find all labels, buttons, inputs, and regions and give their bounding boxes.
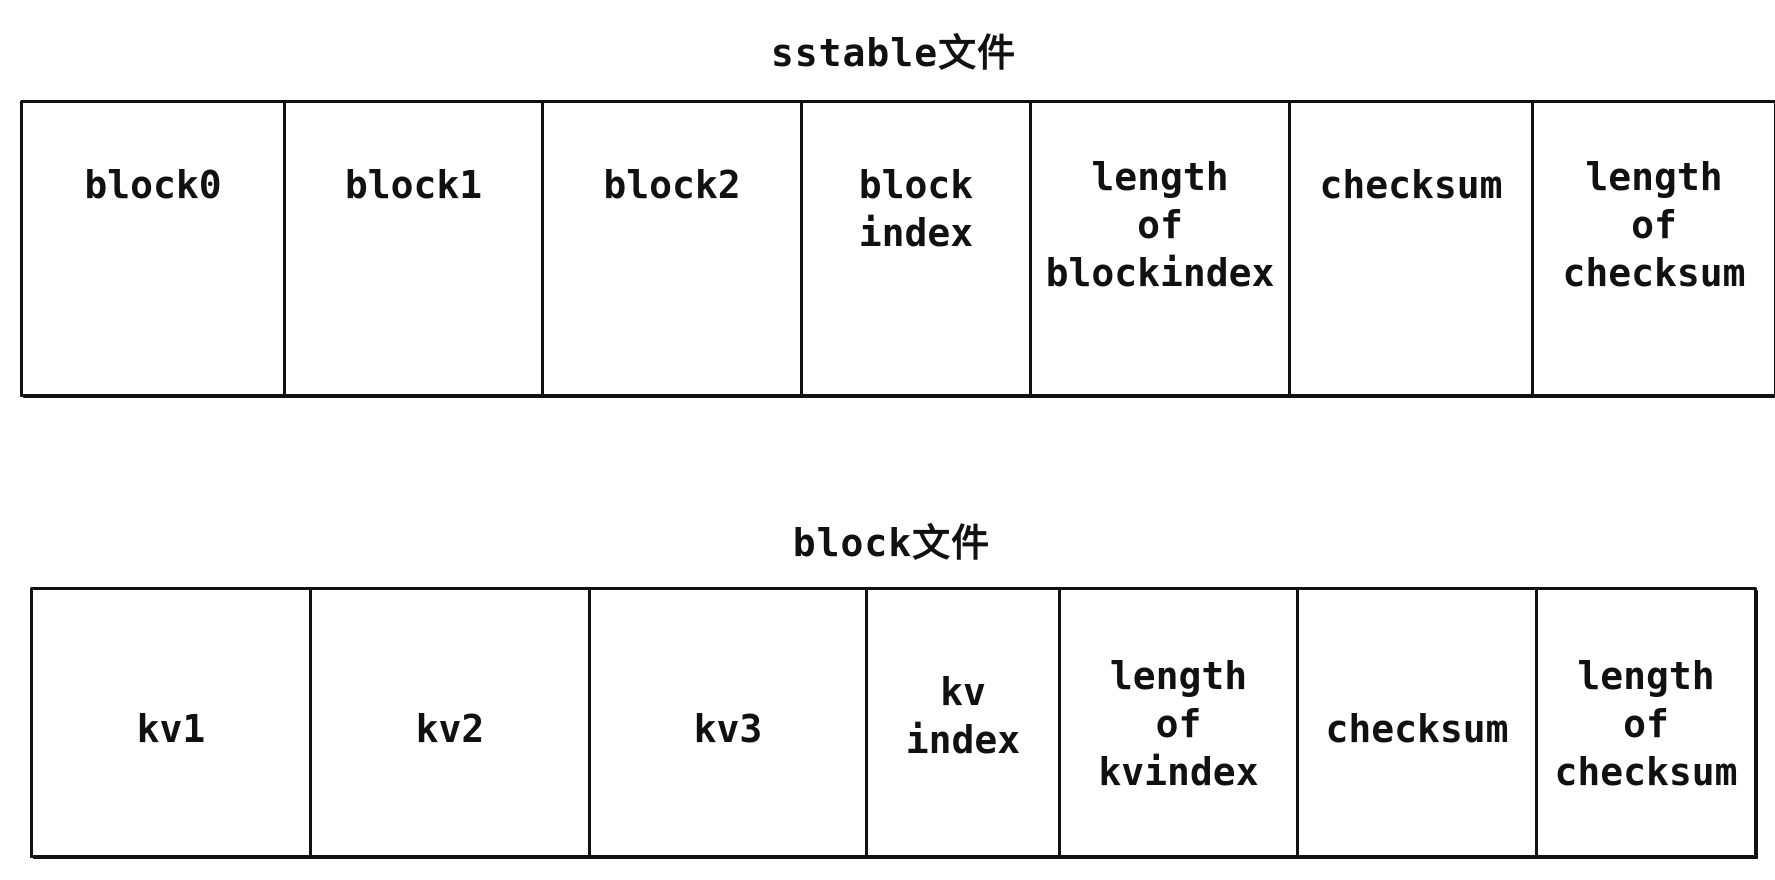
cell-label: length of kvindex <box>1098 654 1259 794</box>
block-cell-kv1: kv1 <box>30 587 312 858</box>
sstable-title: sstable文件 <box>770 31 1017 75</box>
sstable-cell-length-of-blockindex: length of blockindex <box>1029 100 1291 397</box>
cell-label: length of checksum <box>1554 654 1738 794</box>
block-title: block文件 <box>792 521 991 565</box>
cell-label: checksum <box>1319 163 1503 207</box>
cell-label: block0 <box>84 163 222 207</box>
cell-label: kv3 <box>693 707 763 751</box>
sstable-cell-block-index: block index <box>800 100 1032 397</box>
cell-label: block index <box>858 163 974 255</box>
cell-label: block2 <box>603 163 741 207</box>
sstable-cell-length-of-checksum: length of checksum <box>1531 100 1775 397</box>
cell-label: length of blockindex <box>1045 155 1275 295</box>
block-cell-length-of-checksum: length of checksum <box>1535 587 1757 858</box>
block-cell-kv3: kv3 <box>588 587 868 858</box>
sstable-cell-block0: block0 <box>20 100 286 397</box>
cell-label: length of checksum <box>1562 155 1746 295</box>
cell-label: kv2 <box>415 707 485 751</box>
cell-label: kv1 <box>136 707 206 751</box>
cell-label: checksum <box>1325 707 1509 751</box>
cell-label: block1 <box>344 163 483 207</box>
sstable-cell-checksum: checksum <box>1288 100 1534 397</box>
block-cell-checksum: checksum <box>1296 587 1538 858</box>
block-cell-kv-index: kv index <box>865 587 1061 858</box>
cell-label: kv index <box>905 670 1021 762</box>
sstable-cell-block2: block2 <box>541 100 803 397</box>
block-cell-length-of-kvindex: length of kvindex <box>1058 587 1299 858</box>
sstable-cell-block1: block1 <box>283 100 544 397</box>
block-cell-kv2: kv2 <box>309 587 591 858</box>
